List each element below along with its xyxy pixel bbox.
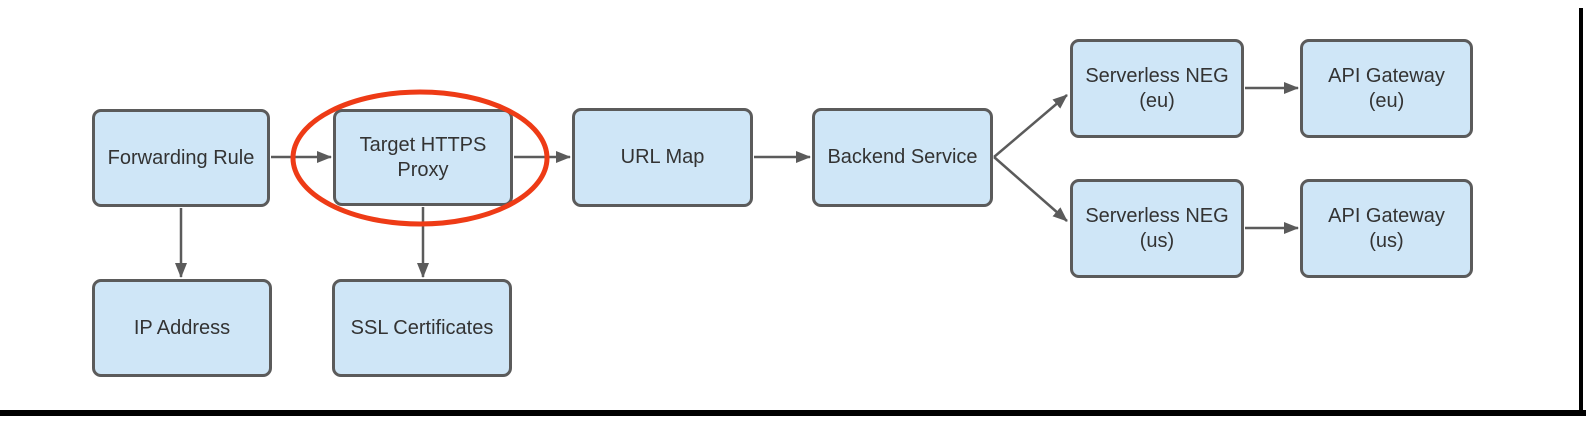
node-url-map: URL Map xyxy=(572,108,753,207)
node-backend-service: Backend Service xyxy=(812,108,993,207)
node-target-https-proxy: Target HTTPS Proxy xyxy=(333,109,513,206)
node-ssl-certificates: SSL Certificates xyxy=(332,279,512,377)
node-serverless-neg-us: Serverless NEG (us) xyxy=(1070,179,1244,278)
node-api-gateway-eu: API Gateway (eu) xyxy=(1300,39,1473,138)
edge-backendservice-neg-us xyxy=(993,156,1068,222)
node-serverless-neg-eu: Serverless NEG (eu) xyxy=(1070,39,1244,138)
node-api-gateway-us: API Gateway (us) xyxy=(1300,179,1473,278)
node-forwarding-rule: Forwarding Rule xyxy=(92,109,270,207)
edge-backendservice-neg-eu xyxy=(993,94,1068,158)
frame-border-bottom xyxy=(0,410,1586,416)
node-ip-address: IP Address xyxy=(92,279,272,377)
frame-border-right xyxy=(1579,8,1583,416)
